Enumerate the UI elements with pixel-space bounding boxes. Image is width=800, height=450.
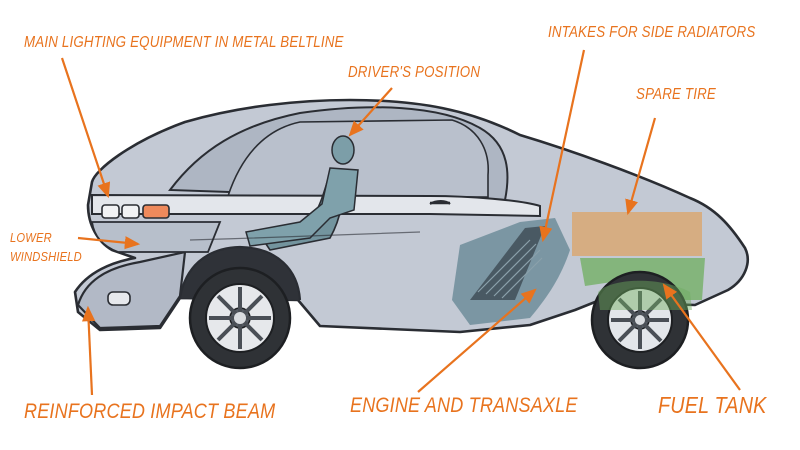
driver-head [331,135,355,165]
label-lower-windshield-line2: WINDSHIELD [10,249,82,264]
side-window [226,119,489,198]
metal-beltline [91,193,541,218]
fog-lamp [107,291,131,306]
label-fuel-tank: FUEL TANK [658,392,767,418]
spare-tire-box [572,212,702,256]
label-lower-windshield-line1: LOWER [10,230,52,245]
door-handle [429,200,451,205]
headlight-1 [101,204,120,219]
label-main-lighting: MAIN LIGHTING EQUIPMENT IN METAL BELTLIN… [24,34,344,51]
headlight-2 [121,204,140,219]
label-drivers-position: DRIVER'S POSITION [348,64,481,81]
turn-signal [142,204,170,219]
driver-body [245,167,359,247]
label-engine: ENGINE AND TRANSAXLE [350,394,578,417]
lower-windshield [90,221,222,253]
front-wheel [188,266,292,370]
front-nose [76,250,187,330]
leader-lines [60,49,741,396]
label-intakes: INTAKES FOR SIDE RADIATORS [548,24,756,41]
label-spare-tire: SPARE TIRE [636,86,716,103]
label-impact-beam: REINFORCED IMPACT BEAM [24,400,276,423]
